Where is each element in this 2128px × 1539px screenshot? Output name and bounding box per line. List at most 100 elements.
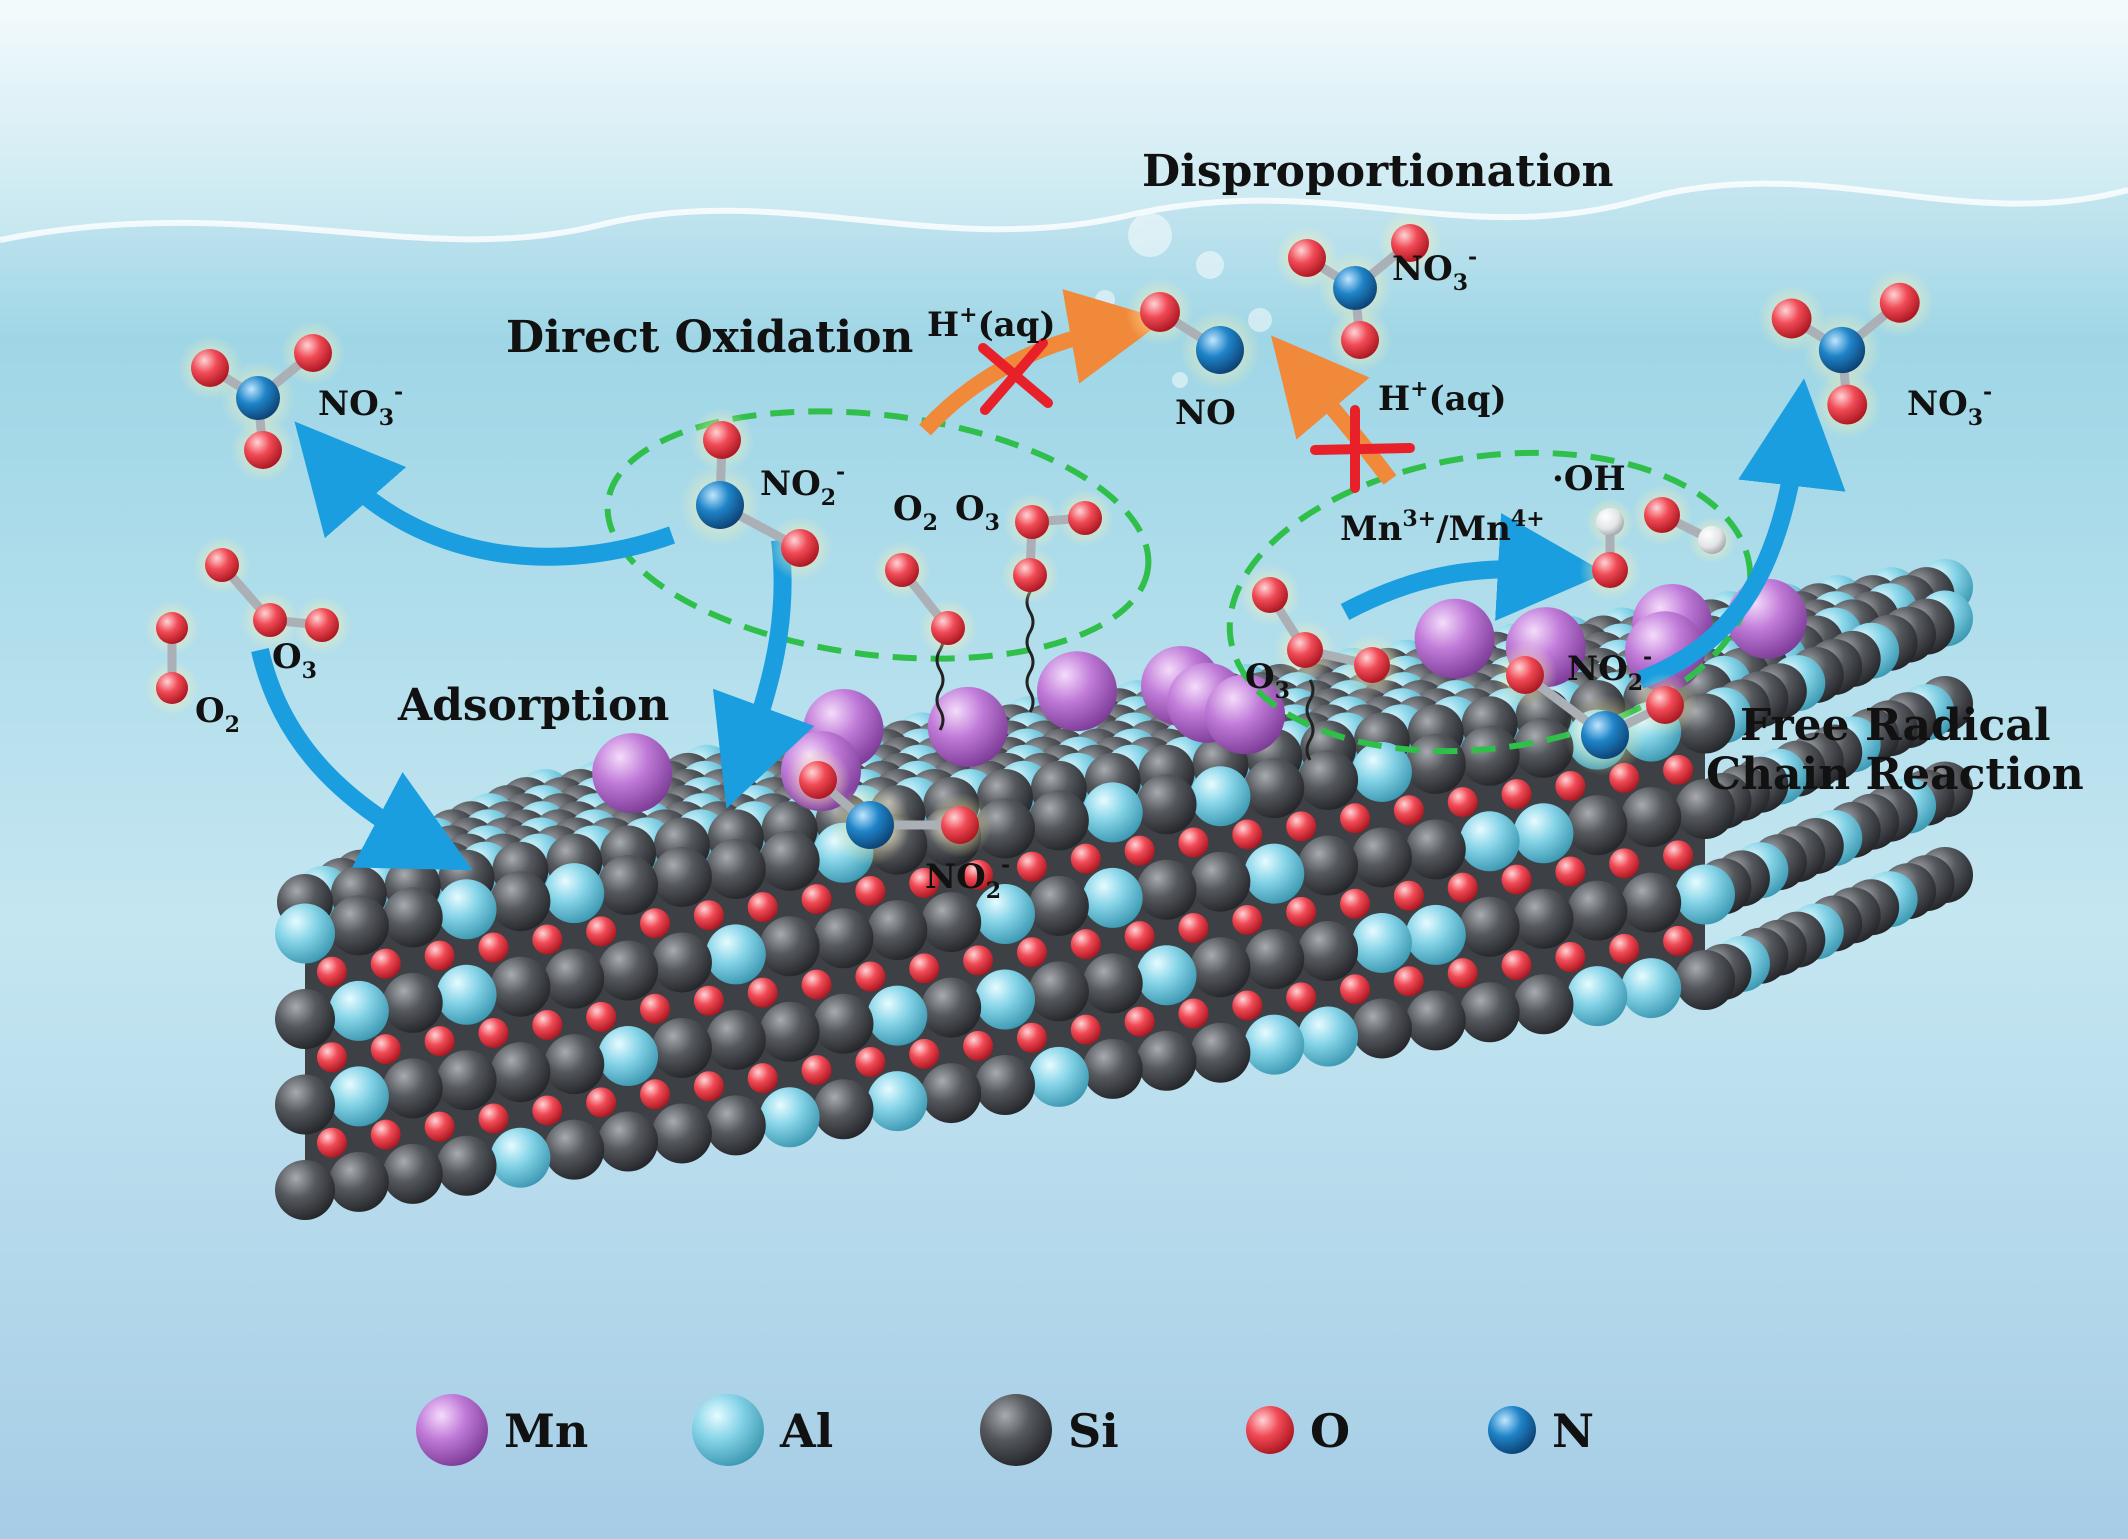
slab-atom-al [975, 884, 1035, 944]
slab-atom-o [1663, 925, 1694, 956]
nitrite-label-right: NO2- [1567, 644, 1652, 696]
legend-swatch [416, 1394, 488, 1466]
slab-atom-si [382, 887, 443, 948]
slab-atom-si [759, 916, 820, 977]
atom-o [1592, 552, 1628, 588]
slab-atom-si [921, 977, 982, 1038]
slab-atom-o [1340, 888, 1370, 919]
free-radical-zone [1226, 449, 1754, 755]
slab-atom-si [1621, 872, 1682, 933]
atom-o [1354, 647, 1390, 683]
slab-atom-o [424, 1026, 455, 1057]
slab-atom-si [1675, 779, 1735, 839]
slab-atom-si [1405, 819, 1466, 880]
slab-atom-o [424, 1111, 455, 1142]
oxygen-molecule-adsorbed [873, 541, 977, 657]
atom-o [941, 806, 979, 844]
atom-n [846, 801, 894, 849]
slab-atom-si [1351, 998, 1412, 1059]
ozone-molecule-free [193, 536, 351, 654]
hydroxyl-radical-1 [1579, 498, 1641, 601]
slab-atom-o [1286, 982, 1317, 1013]
slab-atom-si [1136, 859, 1197, 920]
legend-label: Si [1068, 1404, 1119, 1458]
legend-swatch [1488, 1406, 1536, 1454]
atom-o [294, 334, 332, 372]
slab-atom-si [975, 1055, 1035, 1115]
slab-atom-si [1028, 790, 1089, 851]
slab-atom-al [1244, 843, 1305, 904]
slab-atom-si [1298, 921, 1359, 982]
nitrate-label-right: NO3- [1907, 379, 1992, 431]
atom-o [305, 608, 339, 642]
slab-atom-al [1513, 803, 1574, 864]
slab-atom-si [1513, 888, 1574, 949]
slab-atom-o [316, 956, 347, 987]
slab-atom-o [478, 1018, 509, 1049]
nitrate-molecule-top [1274, 210, 1443, 373]
slab-atom-al [1351, 912, 1412, 973]
hydroxyl-radical-label: ·OH [1552, 459, 1626, 499]
atom-o [205, 548, 239, 582]
slab-atom-si [490, 1042, 551, 1103]
slab-atom-al [1675, 864, 1735, 925]
atom-o [1646, 686, 1684, 724]
slab-atom-si [705, 1095, 766, 1156]
slab-atom-al [598, 1026, 659, 1087]
ozone-label-free: O3 [272, 637, 317, 684]
slab-atom-si [382, 1058, 443, 1119]
legend-label: Al [779, 1404, 833, 1458]
slab-atom-si [1351, 827, 1412, 888]
atom-o [799, 761, 837, 799]
slab-atom-si [490, 956, 551, 1017]
atom-o [781, 529, 819, 567]
atom-o [1827, 384, 1868, 425]
slab-atom-al [1405, 904, 1466, 965]
slab-atom-o [1070, 843, 1101, 874]
slab-atom-si [1298, 750, 1359, 811]
radical-to-nitrate-arrow [1636, 378, 1846, 689]
slab-atom-si [1082, 953, 1143, 1014]
oxygen-molecule-free [144, 600, 200, 716]
slab-atom-al [1028, 1046, 1089, 1107]
ozone-label-radical-zone: O3 [1245, 657, 1290, 704]
slab-atom-o [1340, 803, 1370, 834]
slab-atom-si [544, 1119, 605, 1180]
slab-atom-si [1513, 974, 1574, 1035]
atom-o [885, 553, 919, 587]
h-aq-label-1: H+(aq) [927, 302, 1056, 345]
disproportionation-label: Disproportionation [1142, 146, 1614, 197]
mn-valence-label: Mn3+/Mn4+ [1340, 506, 1545, 549]
slab-atom-al [1082, 867, 1143, 928]
slab-atom-si [328, 895, 389, 956]
slab-atom-si [1082, 1038, 1143, 1099]
slab-atom-si [651, 932, 712, 993]
slab-atom-si [813, 1079, 874, 1140]
slab-atom-o [640, 1079, 670, 1110]
legend-item-al: Al [692, 1394, 833, 1466]
slab-atom-o [855, 1046, 886, 1077]
slab-atom-al [328, 980, 389, 1041]
slab-atom-al [490, 1127, 551, 1188]
slab-atom-si [1405, 990, 1466, 1051]
slab-atom-si [1028, 875, 1089, 936]
slab-atom-o [370, 1119, 401, 1150]
atom-o [1013, 558, 1047, 592]
slab-atom-si [1675, 950, 1735, 1010]
slab-atom-si [598, 940, 659, 1001]
nitrite-molecule-right [1492, 642, 1698, 776]
atom-o [1288, 239, 1326, 277]
slab-atom-si [651, 1103, 712, 1164]
nitrate-molecule-left [177, 320, 346, 483]
direct-oxidation-zone [604, 408, 1152, 662]
nitrite-molecule-surface [785, 747, 993, 866]
slab-atom-o [1178, 998, 1209, 1029]
atom-o [1252, 577, 1288, 613]
slab-atom-o [1447, 958, 1478, 989]
surface-mn-atom [927, 686, 1008, 767]
slab-atom-o [1124, 1006, 1155, 1037]
slab-atom-o [1232, 990, 1263, 1021]
slab-atom-si [1136, 774, 1197, 835]
